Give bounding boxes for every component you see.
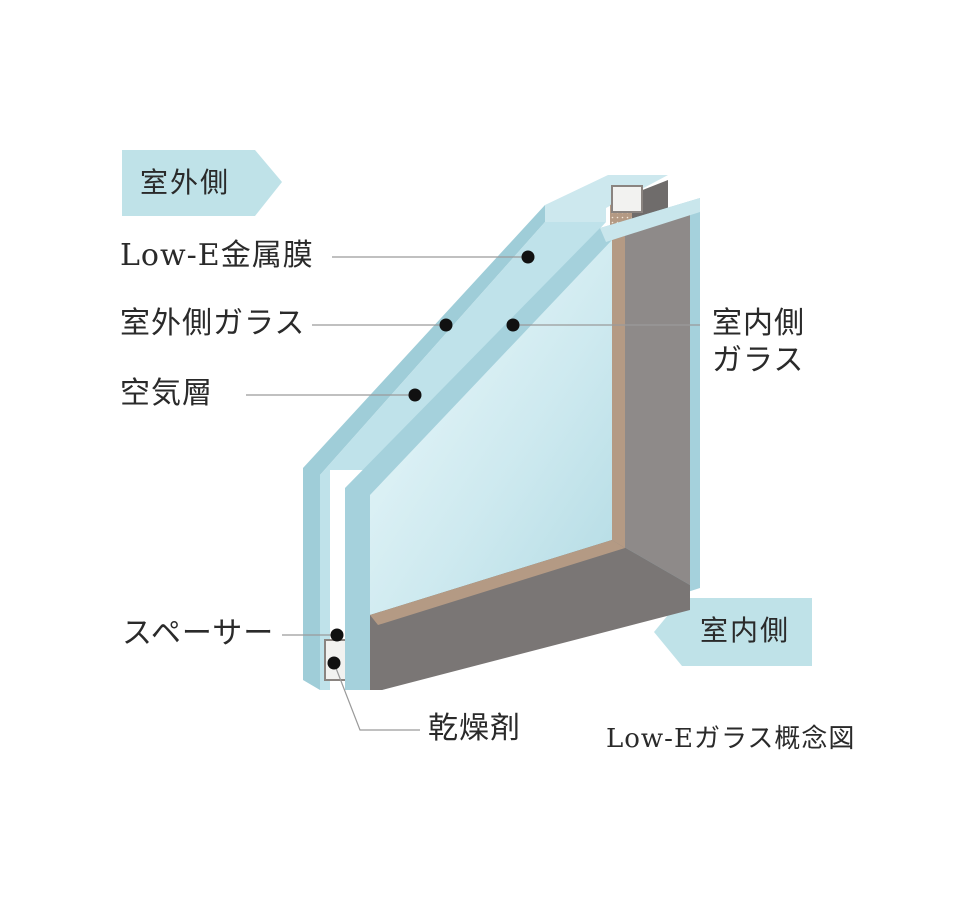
label-air-layer: 空気層	[120, 376, 213, 411]
label-desiccant: 乾燥剤	[428, 711, 521, 746]
inner-glass-frame-bottom-brown	[370, 540, 625, 625]
leader-desiccant	[333, 662, 420, 731]
label-spacer: スペーサー	[122, 616, 275, 651]
label-low-e-film: Low-E金属膜	[120, 238, 314, 273]
inside-badge-label: 室内側	[700, 614, 791, 647]
inner-glass-frame-right-brown	[612, 236, 625, 548]
label-inner-glass-line2: ガラス	[712, 343, 805, 378]
desiccant-block-top	[611, 185, 643, 213]
marker-low-e	[521, 250, 535, 264]
marker-inner-glass	[506, 318, 520, 332]
marker-air-layer	[408, 388, 422, 402]
label-outer-glass: 室外側ガラス	[120, 306, 306, 341]
outside-badge-label: 室外側	[140, 166, 231, 199]
outside-badge-shape	[122, 150, 282, 216]
marker-outer-glass	[439, 318, 453, 332]
marker-spacer	[330, 628, 344, 642]
marker-desiccant	[327, 656, 341, 670]
diagram-caption: Low-Eガラス概念図	[606, 724, 856, 754]
inner-glass-face	[370, 240, 612, 615]
inner-glass-frame-right	[612, 210, 690, 585]
inner-glass-top-edge	[600, 198, 700, 242]
inside-badge-shape	[654, 598, 812, 666]
label-inner-glass-line1: 室内側	[712, 306, 805, 341]
inner-glass-frame-bottom	[370, 540, 690, 690]
